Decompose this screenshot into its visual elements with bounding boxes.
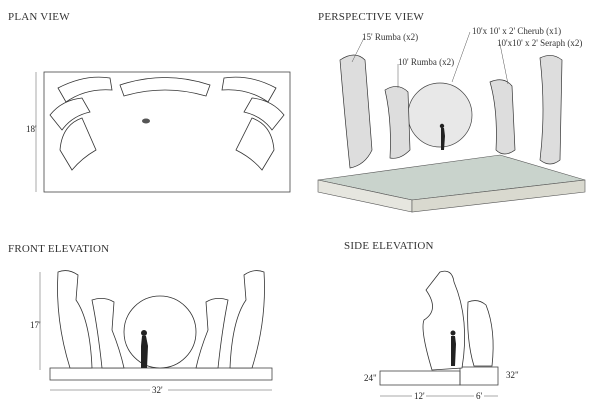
plan-view-title: PLAN VIEW [8, 11, 70, 23]
side-high-dim: 32" [506, 370, 519, 380]
plan-platform [43, 71, 291, 193]
side-low-dim: 24" [364, 373, 377, 383]
plan-piece [59, 117, 97, 171]
callout-10-rumba: 10' Rumba (x2) [398, 57, 454, 67]
persp-seraph [539, 55, 563, 165]
persp-cherub [407, 82, 473, 148]
side-front-dim: 12' [414, 391, 425, 401]
callout-seraph: 10'x10' x 2' Seraph (x2) [497, 38, 582, 48]
front-width-dim: 32' [152, 385, 163, 395]
front-platform [49, 367, 273, 381]
front-elevation-title: FRONT ELEVATION [8, 243, 109, 255]
side-elevation: SIDE ELEVATION 24" 32" 12' 6' [344, 240, 519, 401]
plan-piece [243, 97, 285, 131]
plan-piece [49, 97, 91, 131]
side-rumba [422, 270, 466, 371]
front-rumba-10 [91, 298, 125, 369]
front-cherub [123, 295, 197, 369]
front-height-dim: 17' [30, 320, 41, 330]
plan-depth-dim: 18' [26, 124, 37, 134]
plan-view: PLAN VIEW 18' [8, 11, 291, 193]
front-seraph [195, 298, 229, 369]
front-seraph [229, 270, 265, 369]
persp-rumba-15 [339, 54, 373, 169]
perspective-view-title: PERSPECTIVE VIEW [318, 11, 424, 23]
callout-15-rumba: 15' Rumba (x2) [362, 32, 418, 42]
plan-figure [142, 118, 150, 124]
side-elevation-title: SIDE ELEVATION [344, 240, 434, 252]
front-elevation: FRONT ELEVATION 17' 32' [8, 243, 273, 395]
plan-piece [57, 76, 113, 103]
front-figure [141, 336, 148, 368]
plan-piece [221, 76, 277, 103]
persp-rumba-10 [384, 86, 411, 159]
side-platform-front [379, 370, 461, 386]
side-figure [451, 336, 456, 366]
perspective-view: PERSPECTIVE VIEW 15' Rumba (x2) 10' Rumb… [317, 11, 586, 213]
callout-cherub: 10'x 10' x 2' Cherub (x1) [472, 26, 561, 36]
front-rumba-15 [57, 270, 93, 369]
side-seraph [467, 300, 494, 367]
persp-seraph [489, 79, 516, 155]
plan-piece [235, 117, 275, 171]
side-platform-back [459, 366, 499, 386]
side-back-dim: 6' [476, 391, 483, 401]
plan-cherub [119, 77, 211, 97]
persp-figure [441, 128, 445, 150]
